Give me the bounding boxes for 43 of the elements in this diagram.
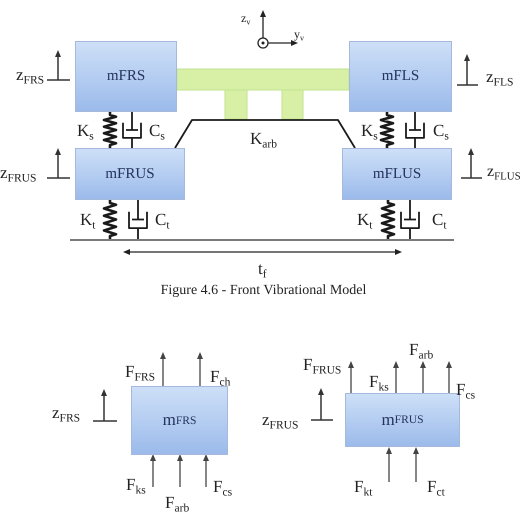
spring: [380, 200, 396, 239]
displacement-label: z$_{FLS}$: [486, 68, 514, 85]
damper: [122, 111, 142, 149]
anti-roll-link: [174, 119, 356, 148]
displacement-label: z$_{FRUS}$: [262, 411, 298, 428]
force-label: F$_{cs}$: [213, 478, 232, 495]
spring: [380, 112, 394, 148]
edge-label: C$_{t}$: [155, 211, 170, 228]
edge-label: K$_{arb}$: [250, 130, 278, 147]
spring: [102, 112, 118, 148]
damper: [405, 111, 425, 149]
force-label: F$_{FRUS}$: [303, 356, 342, 373]
edge-label: C$_{t}$: [432, 211, 447, 228]
edge-label: K$_{s}$: [361, 122, 378, 139]
force-label: F$_{arb}$: [409, 341, 434, 358]
ground-line: [70, 239, 454, 241]
axis-label: y$_{v}$: [294, 28, 304, 40]
displacement-label: z$_{FRUS}$: [0, 164, 36, 181]
axis-label: z$_{v}$: [241, 12, 250, 24]
force-label: F$_{ct}$: [427, 478, 445, 495]
force-label: F$_{FRS}$: [125, 363, 156, 380]
edge-label: K$_{s}$: [77, 122, 94, 139]
edge-label: C$_{s}$: [149, 122, 165, 139]
dimension-label: t$_{f}$: [258, 260, 267, 277]
mass-block: mFRUS: [75, 148, 185, 200]
figure-caption: Figure 4.6 - Front Vibrational Model: [160, 283, 366, 299]
force-label: F$_{ks}$: [126, 476, 146, 493]
displacement-label: z$_{FRS}$: [16, 66, 44, 83]
damper: [128, 199, 148, 240]
edge-label: K$_{t}$: [357, 211, 372, 228]
displacement-label: z$_{FRS}$: [52, 404, 80, 421]
force-label: F$_{ks}$: [369, 373, 389, 390]
edge-label: C$_{s}$: [433, 122, 449, 139]
damper: [400, 199, 420, 240]
force-label: F$_{kt}$: [354, 478, 372, 495]
mass-block: mFLS: [349, 41, 452, 112]
spring: [102, 200, 118, 239]
edge-label: K$_{t}$: [80, 211, 96, 228]
displacement-label: z$_{FLUS}$: [487, 164, 521, 180]
force-label: F$_{ch}$: [210, 368, 230, 385]
mass-block: mFRS: [75, 41, 177, 112]
mass-block: mFLUS: [342, 148, 452, 200]
force-label: F$_{arb}$: [165, 494, 190, 511]
